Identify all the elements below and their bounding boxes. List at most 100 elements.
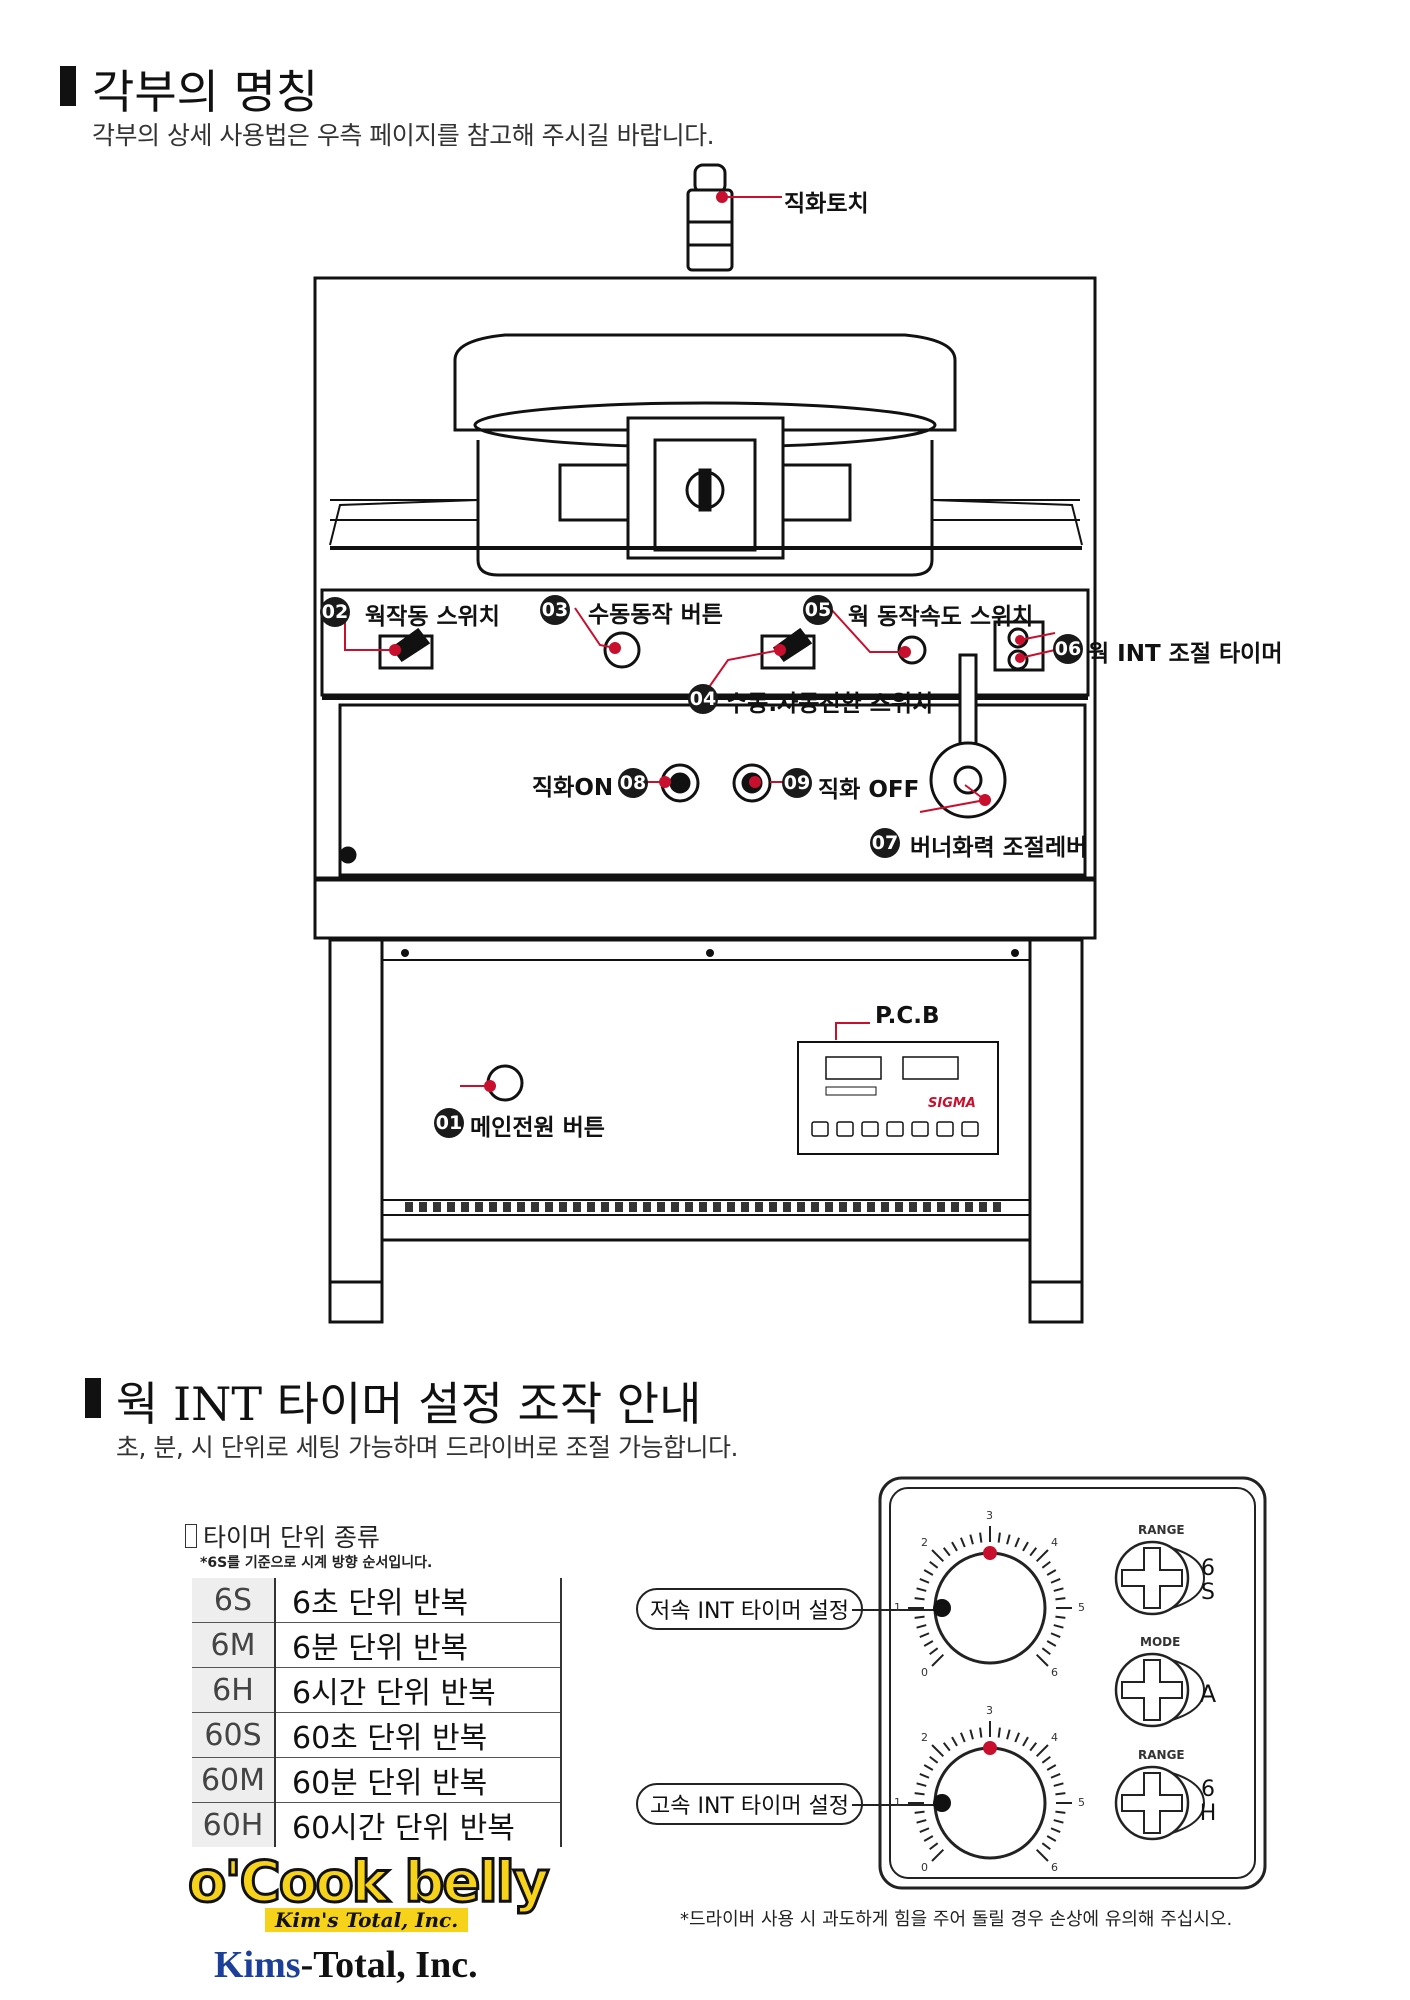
vent-slot [937, 1202, 945, 1212]
label-manual-button: 수동동작 버튼 [588, 602, 723, 628]
dial-tick [959, 1732, 966, 1743]
pcb-key [911, 1121, 929, 1137]
knob-cross [1121, 1772, 1183, 1834]
knob-body [1114, 1765, 1190, 1841]
pcb-key [811, 1121, 829, 1137]
label-flame-off: 직화 OFF [818, 777, 920, 803]
dial-tick [929, 1647, 939, 1656]
unit-desc: 6시간 단위 반복 [275, 1667, 562, 1713]
label-main-power: 메인전원 버튼 [470, 1115, 605, 1141]
vent-slot [713, 1202, 721, 1212]
low-dial-number: 6 [1051, 1666, 1059, 1680]
unit-code: 60H [192, 1802, 276, 1847]
dial-tick [1006, 1729, 1011, 1740]
vent-slot [433, 1202, 441, 1212]
low-int-timer-label: 저속 INT 타이머 설정 [636, 1588, 864, 1630]
dial-tick [929, 1755, 939, 1764]
timer-units-heading: 타이머 단위 종류 [185, 1518, 380, 1554]
dial-tick [1055, 1597, 1066, 1601]
vent-slot [461, 1202, 469, 1212]
vent-slot [895, 1202, 903, 1212]
vent-slot [881, 1202, 889, 1212]
vent-slot [839, 1202, 847, 1212]
vent-slot [531, 1202, 539, 1212]
vent-slot [993, 1202, 1001, 1212]
pcb-keys [811, 1121, 979, 1137]
dial-tick [1053, 1624, 1064, 1629]
vent-slot [741, 1202, 749, 1212]
knob3-mark: 6H [1199, 1777, 1217, 1826]
dial-tick [1050, 1632, 1061, 1639]
section1-bar [60, 66, 76, 106]
dial-tick [1022, 1541, 1029, 1552]
dial-tick [1041, 1560, 1051, 1569]
high-int-timer-label: 고속 INT 타이머 설정 [636, 1783, 864, 1825]
unit-code: 6M [192, 1622, 276, 1668]
dial-tick [931, 1848, 945, 1862]
badge-03: 03 [540, 595, 570, 625]
dial-tick [1035, 1549, 1049, 1563]
vent-slot [671, 1202, 679, 1212]
unit-desc: 60시간 단위 반복 [275, 1802, 562, 1847]
dial-mark [983, 1546, 997, 1560]
vent-slot [867, 1202, 875, 1212]
dial-tick [1035, 1848, 1049, 1862]
label-int-timer: 웍 INT 조절 타이머 [1088, 641, 1283, 667]
dial-tick [997, 1727, 1001, 1738]
vent-slot [979, 1202, 987, 1212]
dial-tick [1022, 1736, 1029, 1747]
dial-tick [1035, 1744, 1049, 1758]
dial-tick [1050, 1772, 1061, 1779]
dial-tick [923, 1764, 934, 1771]
badge-07: 07 [870, 828, 900, 858]
low-speed-dial [908, 1526, 1072, 1667]
vent-slot [965, 1202, 973, 1212]
dial-tick [919, 1827, 930, 1834]
vent-slot [783, 1202, 791, 1212]
vent-slot [657, 1202, 665, 1212]
dial-mark [983, 1741, 997, 1755]
dial-tick [1014, 1537, 1021, 1548]
brand-logo-sub: Kim's Total, Inc. [265, 1908, 469, 1932]
dial-tick [942, 1547, 951, 1557]
badge-04: 04 [688, 684, 718, 714]
dial-tick [969, 1729, 974, 1740]
high-dial-number: 3 [986, 1704, 993, 1717]
knob2-mark: A [1199, 1680, 1217, 1708]
badge-05: 05 [803, 595, 833, 625]
vent-slot [517, 1202, 525, 1212]
dial-tick [1041, 1755, 1051, 1764]
knob-cross [1121, 1547, 1183, 1609]
vent-slot [643, 1202, 651, 1212]
counter-slab [313, 878, 1097, 940]
knob-body [1114, 1540, 1190, 1616]
dial-tick [916, 1624, 927, 1629]
mode-label: MODE [1140, 1635, 1181, 1649]
vent-slot [923, 1202, 931, 1212]
dial-tick [1029, 1742, 1038, 1752]
label-pcb: P.C.B [875, 1003, 940, 1029]
dial-tick [1053, 1587, 1064, 1592]
vent-slot [951, 1202, 959, 1212]
dial-tick [1053, 1819, 1064, 1824]
vent-slot [629, 1202, 637, 1212]
low-dial-number: 1 [894, 1601, 901, 1614]
dial-tick [914, 1615, 925, 1619]
machine-diagram [313, 163, 1097, 1324]
unit-desc: 6초 단위 반복 [275, 1578, 562, 1623]
dial-tick [1006, 1534, 1011, 1545]
vent-slot [797, 1202, 805, 1212]
company-name: Kims-Total, Inc. [214, 1944, 478, 1986]
vent-slot [573, 1202, 581, 1212]
dial-tick [1053, 1782, 1064, 1787]
vent-slot [909, 1202, 917, 1212]
low-dial-number: 5 [1078, 1601, 1085, 1614]
dial-tick [1014, 1732, 1021, 1743]
unit-code: 6S [192, 1578, 276, 1623]
dial-tick [1041, 1647, 1051, 1656]
dial-face [933, 1746, 1047, 1860]
dial-tick [914, 1810, 925, 1814]
range1-label: RANGE [1138, 1523, 1185, 1537]
